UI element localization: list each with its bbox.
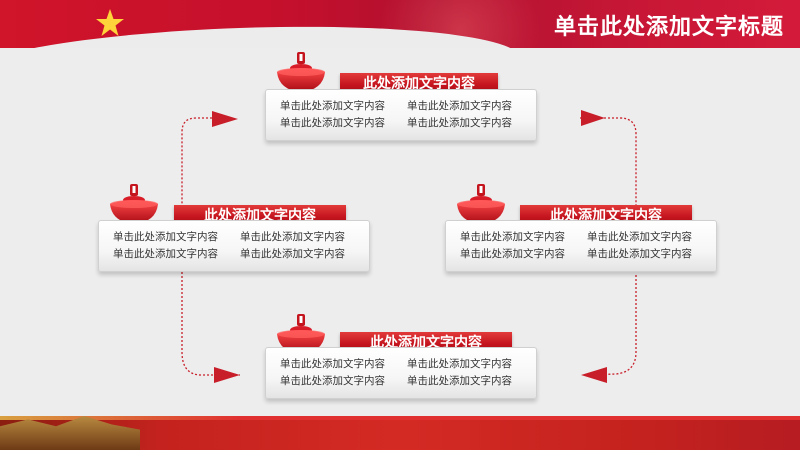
node-text-line: 单击此处添加文字内容 xyxy=(460,231,565,243)
lantern-bowl-icon xyxy=(277,52,325,92)
node-text-box[interactable]: 单击此处添加文字内容单击此处添加文字内容单击此处添加文字内容单击此处添加文字内容 xyxy=(98,220,370,272)
node-text-line: 单击此处添加文字内容 xyxy=(280,117,385,129)
gate-silhouette xyxy=(0,416,140,450)
slide-title[interactable]: 单击此处添加文字标题 xyxy=(553,15,784,40)
node-text-grid: 单击此处添加文字内容单击此处添加文字内容单击此处添加文字内容单击此处添加文字内容 xyxy=(280,357,526,388)
node-text-line: 单击此处添加文字内容 xyxy=(587,231,692,243)
node-text-grid: 单击此处添加文字内容单击此处添加文字内容单击此处添加文字内容单击此处添加文字内容 xyxy=(460,230,706,261)
footer-strip xyxy=(0,416,800,420)
node-text-box[interactable]: 单击此处添加文字内容单击此处添加文字内容单击此处添加文字内容单击此处添加文字内容 xyxy=(265,89,537,141)
lantern-bowl-icon xyxy=(457,184,505,224)
node-text-line: 单击此处添加文字内容 xyxy=(280,358,385,370)
connector-top-right xyxy=(580,117,637,205)
node-text-box[interactable]: 单击此处添加文字内容单击此处添加文字内容单击此处添加文字内容单击此处添加文字内容 xyxy=(265,347,537,399)
connector-left-bottom xyxy=(181,272,240,376)
lantern-bowl-icon xyxy=(110,184,158,224)
node-text-line: 单击此处添加文字内容 xyxy=(240,248,345,260)
node-text-line: 单击此处添加文字内容 xyxy=(280,100,385,112)
connector-top-left xyxy=(181,117,212,210)
node-text-grid: 单击此处添加文字内容单击此处添加文字内容单击此处添加文字内容单击此处添加文字内容 xyxy=(280,99,526,130)
arrow-right-icon xyxy=(214,367,240,383)
footer-banner xyxy=(0,416,800,450)
node-text-line: 单击此处添加文字内容 xyxy=(113,231,218,243)
node-text-line: 单击此处添加文字内容 xyxy=(407,100,512,112)
star-icon xyxy=(96,9,124,36)
node-text-line: 单击此处添加文字内容 xyxy=(407,375,512,387)
node-text-line: 单击此处添加文字内容 xyxy=(407,117,512,129)
node-text-box[interactable]: 单击此处添加文字内容单击此处添加文字内容单击此处添加文字内容单击此处添加文字内容 xyxy=(445,220,717,272)
node-text-line: 单击此处添加文字内容 xyxy=(407,358,512,370)
node-text-line: 单击此处添加文字内容 xyxy=(460,248,565,260)
header-banner: 单击此处添加文字标题 xyxy=(0,0,800,48)
connector-right-bottom xyxy=(582,275,637,376)
node-text-line: 单击此处添加文字内容 xyxy=(587,248,692,260)
node-text-grid: 单击此处添加文字内容单击此处添加文字内容单击此处添加文字内容单击此处添加文字内容 xyxy=(113,230,359,261)
node-text-line: 单击此处添加文字内容 xyxy=(280,375,385,387)
arrow-right-icon xyxy=(581,110,605,126)
node-text-line: 单击此处添加文字内容 xyxy=(113,248,218,260)
arrow-left-icon xyxy=(581,367,607,383)
node-text-line: 单击此处添加文字内容 xyxy=(240,231,345,243)
arrow-left-icon xyxy=(212,111,238,127)
